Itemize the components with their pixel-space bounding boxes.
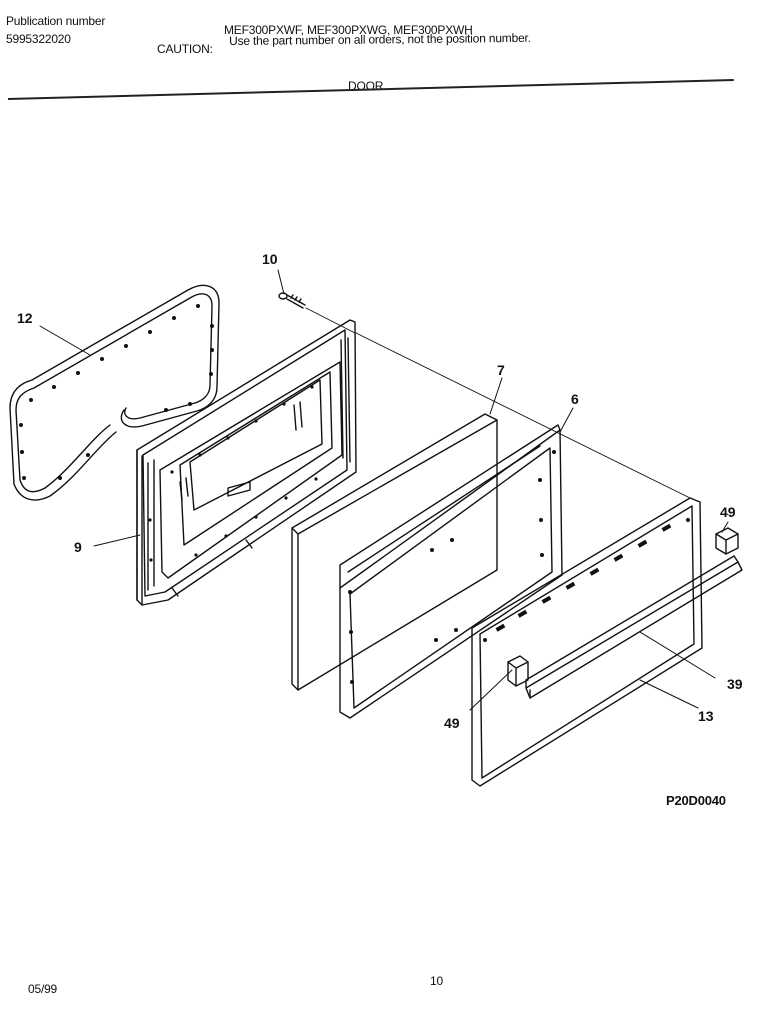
door-handle (525, 555, 743, 699)
inner-door-liner (136, 319, 357, 606)
assembly-line (305, 307, 691, 499)
model-numbers: MEF300PXWF, MEF300PXWG, MEF300PXWH (224, 23, 473, 37)
diagram-code: P20D0040 (666, 793, 726, 808)
footer-date: 05/99 (28, 982, 58, 996)
callout-49-right: 49 (720, 504, 736, 520)
callout-39: 39 (727, 676, 743, 692)
callout-12: 12 (17, 310, 33, 326)
leader-lines (39, 269, 729, 711)
handle-end-cap-right (715, 527, 739, 555)
outer-door-panel (471, 497, 703, 787)
page-number: 10 (430, 974, 443, 988)
gasket-clips (19, 304, 214, 480)
publication-label: Publication number (6, 14, 106, 28)
insulation-pad (291, 413, 498, 691)
callout-49-left: 49 (444, 715, 460, 731)
publication-number: 5995322020 (6, 32, 71, 46)
callout-7: 7 (497, 362, 505, 378)
callout-6: 6 (571, 391, 579, 407)
callout-13: 13 (698, 708, 714, 724)
callout-9: 9 (74, 539, 82, 555)
door-panel (339, 424, 563, 719)
handle-end-cap-left (507, 655, 529, 687)
screw (278, 292, 306, 309)
callout-10: 10 (262, 251, 278, 267)
caution-label: CAUTION: (157, 42, 213, 56)
door-gasket (9, 284, 220, 501)
